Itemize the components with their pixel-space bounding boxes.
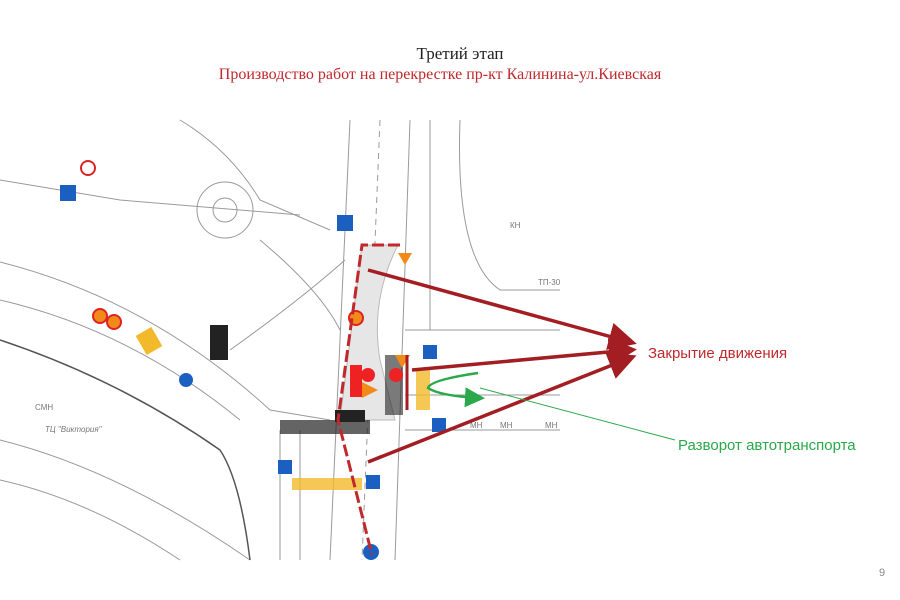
intersection-map: СМН ТЦ "Виктория" ТП-30 КН МН МН МН (0, 119, 676, 561)
uturn-label: Разворот автотранспорта (678, 437, 856, 454)
label-mn-2: МН (500, 421, 513, 430)
arrow-east (411, 337, 637, 372)
label-mall: ТЦ "Виктория" (45, 425, 103, 434)
closure-label: Закрытие движения (648, 345, 788, 362)
label-tp: ТП-30 (538, 278, 561, 287)
crosswalks (210, 325, 403, 434)
label-kn: КН (510, 221, 521, 230)
arrow-south (367, 352, 637, 464)
slide-subtitle: Производство работ на перекрестке пр-кт … (218, 66, 662, 83)
road-signs (60, 160, 446, 560)
arrow-north (367, 268, 637, 350)
label-mn-1: МН (470, 421, 483, 430)
page-number: 9 (879, 567, 886, 579)
closure-lines (336, 243, 409, 556)
uturn-arrow (426, 371, 676, 441)
label-mn-3: МН (545, 421, 558, 430)
label-smn: СМН (35, 403, 53, 412)
map-labels: СМН ТЦ "Виктория" ТП-30 КН МН МН МН (35, 221, 561, 434)
yellow-markings (135, 326, 430, 490)
slide-title: Третий этап (416, 44, 504, 63)
roads (0, 119, 560, 561)
closure-arrows (367, 268, 637, 464)
